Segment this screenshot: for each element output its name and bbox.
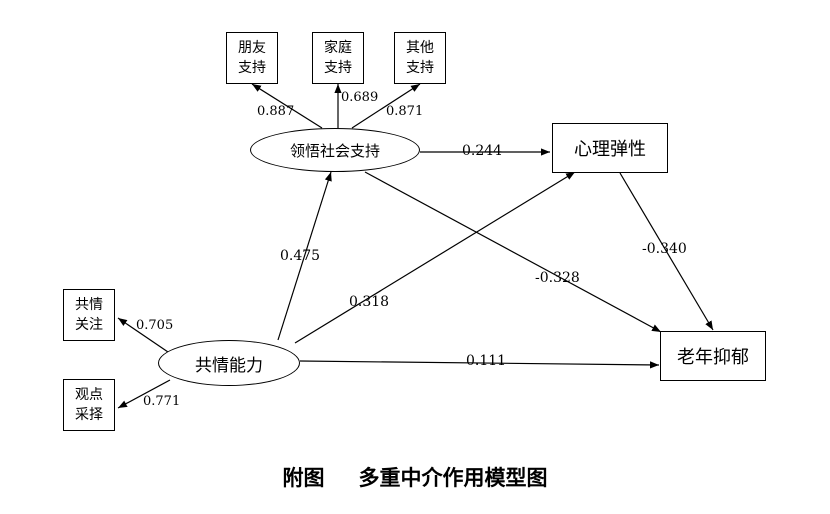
coef-support-to-resilience: 0.244 (462, 143, 503, 159)
perceived-social-support-ellipse: 领悟社会支持 (250, 128, 420, 172)
empathic-concern-line1: 共情 (75, 297, 103, 313)
arrow-empathy-to-resilience (294, 171, 576, 344)
family-support-line2: 支持 (324, 60, 352, 76)
arrow-empathy-to-support (277, 171, 332, 341)
friend-support-line1: 朋友 (238, 40, 266, 56)
caption-label: 附图 (282, 466, 325, 490)
depression-box: 老年抑郁 (660, 331, 766, 381)
loading-perspective: 0.771 (143, 394, 181, 409)
caption-title: 多重中介作用模型图 (358, 466, 548, 490)
friend-support-box: 朋友 支持 (226, 32, 278, 84)
arrow-empathy-to-concern (117, 317, 169, 353)
empathy-ellipse: 共情能力 (158, 340, 300, 386)
coef-empathy-to-resilience: 0.318 (349, 294, 390, 310)
arrow-support-to-depression (364, 171, 662, 333)
arrow-resilience-to-depression (619, 172, 714, 331)
arrow-empathy-to-depression (299, 360, 660, 369)
coef-empathy-to-depression: 0.111 (466, 353, 507, 369)
empathic-concern-box: 共情 关注 (63, 289, 115, 341)
friend-support-line2: 支持 (238, 60, 266, 76)
coef-resilience-to-depression: -0.340 (642, 241, 687, 257)
arrow-empathy-to-perspective (117, 379, 171, 409)
loading-friend: 0.887 (257, 104, 295, 119)
other-support-line2: 支持 (406, 60, 434, 76)
loading-family: 0.689 (341, 90, 379, 105)
resilience-label: 心理弹性 (574, 139, 646, 160)
perceived-social-support-label: 领悟社会支持 (289, 141, 380, 160)
coef-empathy-to-support: 0.475 (280, 248, 321, 264)
empathy-label: 共情能力 (195, 355, 263, 376)
coef-support-to-depression: -0.328 (535, 270, 580, 286)
empathic-concern-line2: 关注 (75, 317, 103, 333)
other-support-box: 其他 支持 (394, 32, 446, 84)
loading-other: 0.871 (386, 104, 424, 119)
depression-label: 老年抑郁 (677, 347, 749, 368)
arrow-support-to-other (351, 83, 421, 129)
perspective-taking-box: 观点 采择 (63, 379, 115, 431)
other-support-line1: 其他 (406, 40, 434, 56)
family-support-line1: 家庭 (324, 40, 352, 56)
family-support-box: 家庭 支持 (312, 32, 364, 84)
figure-caption: 附图 多重中介作用模型图 (0, 462, 830, 492)
arrow-support-to-friend (251, 83, 323, 129)
resilience-box: 心理弹性 (552, 123, 668, 173)
perspective-taking-line1: 观点 (75, 387, 103, 403)
loading-concern: 0.705 (136, 318, 174, 333)
perspective-taking-line2: 采择 (75, 407, 103, 423)
